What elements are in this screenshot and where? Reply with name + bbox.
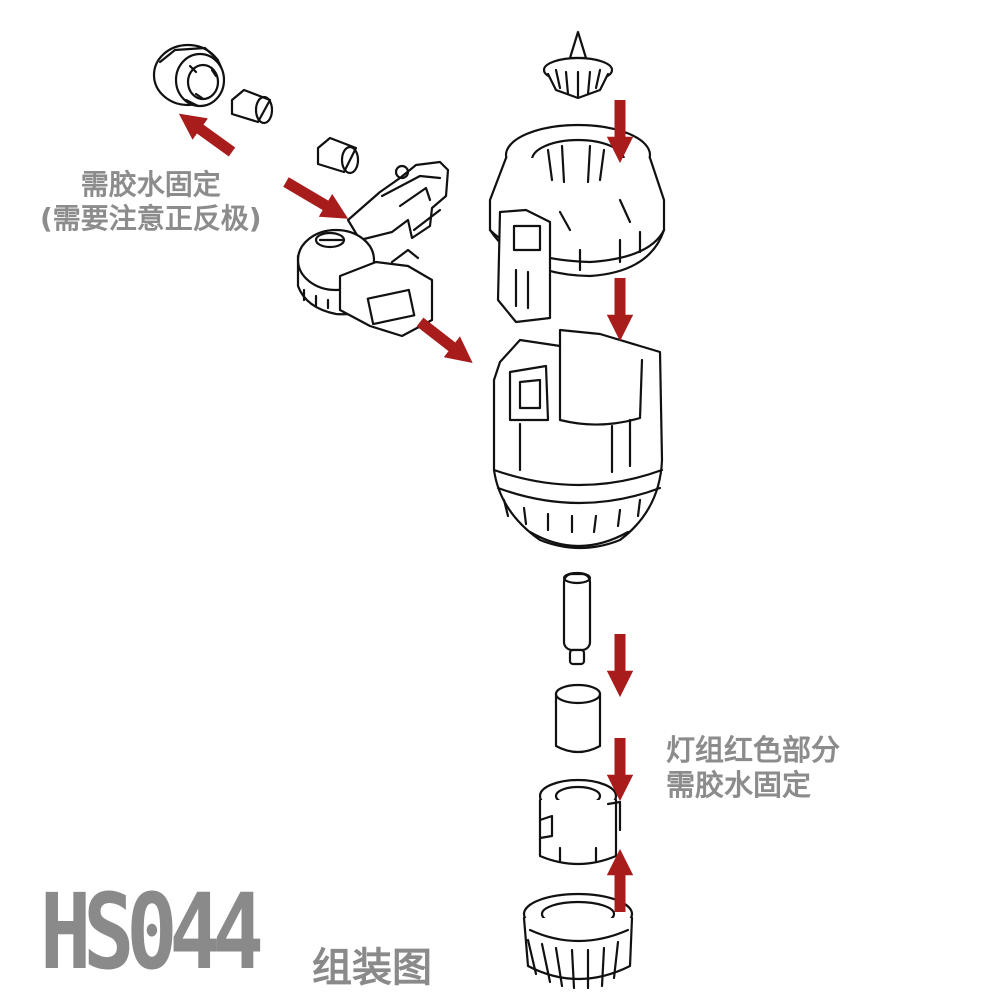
- main-housing-part: [492, 328, 664, 550]
- upper-housing-part: [488, 123, 666, 324]
- arrow-to-bracket: [283, 177, 349, 219]
- light-note-line2: 需胶水固定: [666, 767, 812, 802]
- glue-note-title: 需胶水固定: [80, 168, 221, 201]
- spike-tip-part: [542, 30, 614, 100]
- light-glue-note: 灯组红色部分 需胶水固定: [666, 733, 840, 803]
- glue-polarity-note: 需胶水固定 (需要注意正反极): [40, 168, 262, 235]
- gear-ring-part: [522, 892, 634, 990]
- small-cylinder-part-2: [316, 136, 360, 175]
- glue-note-polarity: (需要注意正反极): [40, 201, 262, 235]
- assembly-caption: 组装图: [312, 945, 432, 991]
- bracket-assembly-part: [296, 160, 450, 338]
- pin-shaft-part: [562, 571, 592, 666]
- small-cylinder-part-1: [230, 88, 274, 125]
- assembly-arrows: [178, 100, 634, 912]
- sleeve-tube-part: [554, 683, 602, 754]
- model-code: HS044: [40, 871, 264, 993]
- light-housing-part: [538, 778, 622, 866]
- arrow-bracket-to-housing: [416, 317, 473, 363]
- arrow-to-lens-ring: [178, 113, 236, 157]
- lens-ring-part: [152, 43, 226, 108]
- light-note-line1: 灯组红色部分: [666, 733, 841, 767]
